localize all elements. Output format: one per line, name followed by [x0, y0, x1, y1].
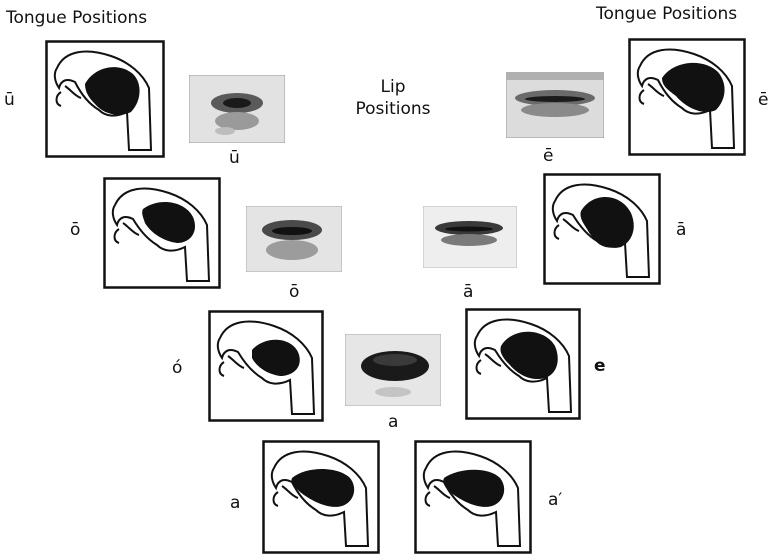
lip-photo-e-long — [506, 72, 604, 138]
tongue-label-o-acute: ó — [172, 358, 182, 378]
lip-positions-title: Lip Positions — [338, 76, 448, 120]
tongue-label-e-long: ē — [758, 90, 768, 110]
tongue-diagram-u-long — [45, 40, 165, 158]
tongue-diagram-e — [465, 308, 581, 420]
tongue-label-u-long: ū — [4, 90, 15, 110]
lip-label-o-long: ō — [289, 282, 299, 302]
lip-title-line1: Lip — [338, 76, 448, 98]
tongue-diagram-o-long — [103, 177, 221, 289]
lip-photo-o-long — [246, 206, 342, 272]
tongue-diagram-e-long — [628, 38, 746, 156]
tongue-diagram-a-prime — [414, 440, 532, 554]
lip-label-e-long: ē — [543, 146, 553, 166]
tongue-label-a-long: ā — [676, 220, 686, 240]
lip-photo-u-long — [189, 75, 285, 143]
tongue-label-a-prime: a′ — [548, 490, 562, 510]
lip-title-line2: Positions — [338, 98, 448, 120]
lip-label-u-long: ū — [229, 148, 240, 168]
tongue-positions-header-left: Tongue Positions — [6, 8, 147, 28]
tongue-diagram-o-acute — [208, 310, 324, 422]
tongue-diagram-a-long — [543, 173, 661, 285]
tongue-label-e: e — [594, 356, 606, 376]
tongue-label-o-long: ō — [70, 220, 80, 240]
lip-photo-a-long — [423, 206, 517, 268]
tongue-positions-header-right: Tongue Positions — [596, 4, 737, 24]
tongue-diagram-a — [262, 440, 380, 554]
lip-label-a: a — [388, 412, 398, 432]
lip-photo-a — [345, 334, 441, 406]
tongue-label-a: a — [230, 493, 240, 513]
lip-label-a-long: ā — [463, 282, 473, 302]
